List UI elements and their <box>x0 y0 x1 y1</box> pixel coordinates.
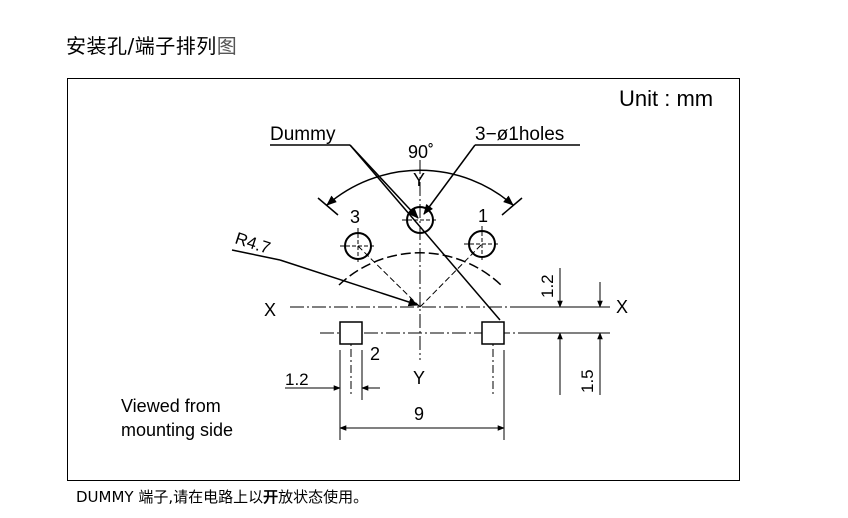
dim-9-label: 9 <box>414 404 424 424</box>
radius-leader-base <box>231 249 281 261</box>
diagram-frame <box>67 78 740 481</box>
holes-leader <box>423 144 476 215</box>
dim-1-5-vertical-label: 1.5 <box>578 369 597 393</box>
holes-label: 3−ø1holes <box>475 124 564 145</box>
page-title: 安装孔/端子排列图 <box>66 30 237 59</box>
x-axis-label-right: X <box>616 297 628 317</box>
footnote-part2: 放状态使用。 <box>278 488 369 506</box>
footnote: DUMMY 端子,请在电路上以开放状态使用。 <box>76 486 368 507</box>
x-axis-label-left: X <box>264 300 276 320</box>
terminal-1 <box>481 321 505 345</box>
y-axis-label-bottom: Y <box>413 368 425 388</box>
radial-line-3 <box>357 245 421 308</box>
viewed-from-text: Viewed from <box>121 396 221 416</box>
pin-1-label: 1 <box>478 206 488 226</box>
angle-tick-right <box>501 197 523 216</box>
dim-1-2-horizontal-label: 1.2 <box>285 370 309 389</box>
footnote-part1: DUMMY 端子,请在电路上以 <box>76 488 264 506</box>
pin-3-label: 3 <box>350 207 360 227</box>
radial-line-1 <box>419 243 483 308</box>
terminal-2 <box>339 321 363 345</box>
angle-tick-left <box>317 197 339 216</box>
dummy-label: Dummy <box>270 124 336 145</box>
mounting-side-text: mounting side <box>121 420 233 440</box>
pin-2-label: 2 <box>370 344 380 364</box>
hole-arc <box>338 252 502 286</box>
angle-arc <box>326 169 514 206</box>
title-text-last: 图 <box>216 34 238 58</box>
dummy-leader-terminal <box>349 144 501 321</box>
dim-1-2-vertical-label: 1.2 <box>538 274 557 298</box>
radius-label: R4.7 <box>233 229 273 258</box>
unit-label: Unit : mm <box>619 86 713 111</box>
y-axis-label-top: Y <box>413 170 425 190</box>
title-text: 安装孔/端子排列 <box>66 34 217 58</box>
radius-leader <box>279 259 419 307</box>
footnote-bold: 开 <box>263 488 279 506</box>
angle-label: 90˚ <box>408 142 434 162</box>
